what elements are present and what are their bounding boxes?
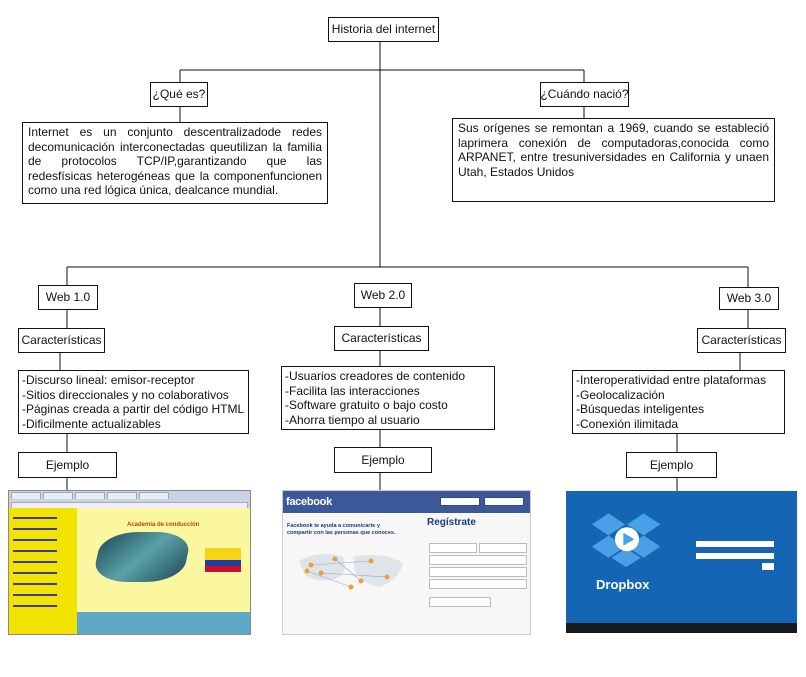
password-field <box>696 553 774 559</box>
web2-example-node: Ejemplo <box>334 447 432 473</box>
list-item: -Páginas creada a partir del código HTML <box>22 402 245 417</box>
list-item: -Interoperatividad entre plataformas <box>576 373 767 387</box>
signup-field <box>429 543 477 553</box>
web1-features-node: Características <box>18 328 105 353</box>
facebook-tagline: Facebook te ayuda a comunicarte y compar… <box>287 523 396 536</box>
list-item: -Ahorra tiempo al usuario <box>285 412 420 427</box>
web1-example-label: Ejemplo <box>45 457 90 472</box>
school-logo-icon <box>91 532 193 582</box>
web3-features-label: Características <box>701 333 782 347</box>
web1-features-list: -Discurso lineal: emisor-receptor -Sitio… <box>18 370 249 434</box>
web3-features-node: Características <box>697 328 786 353</box>
web2-example-label: Ejemplo <box>361 452 405 467</box>
world-network-icon <box>299 553 403 590</box>
what-definition-box: Internet es un conjunto descentralizadod… <box>22 122 328 204</box>
web3-label: Web 3.0 <box>726 291 772 305</box>
signup-field <box>429 567 527 577</box>
what-label: ¿Qué es? <box>152 87 206 101</box>
web1-node: Web 1.0 <box>38 285 98 310</box>
list-item: -Facilita las interacciones <box>285 383 420 398</box>
list-item: -Discurso lineal: emisor-receptor <box>22 373 195 387</box>
web2-features-node: Características <box>334 326 429 351</box>
browser-tabs <box>9 491 250 501</box>
root-label: Historia del internet <box>331 22 436 36</box>
web2-label: Web 2.0 <box>360 288 406 302</box>
list-item: -Usuarios creadores de contenido <box>285 369 466 383</box>
web1-features-label: Características <box>21 333 102 347</box>
web3-example-screenshot: Dropbox <box>566 491 797 633</box>
signup-field <box>429 597 491 607</box>
list-item: -Conexión ilimitada <box>576 416 679 431</box>
when-node: ¿Cuándo nació? <box>540 82 629 107</box>
what-node: ¿Qué es? <box>150 82 208 107</box>
list-item: -Búsquedas inteligentes <box>576 402 705 417</box>
dropbox-logo-icon <box>591 513 661 567</box>
web2-example-screenshot: facebook Facebook te ayuda a comunicarte… <box>282 490 531 635</box>
list-item: -Geolocalización <box>576 387 665 402</box>
web3-example-node: Ejemplo <box>626 452 717 478</box>
email-field <box>696 541 774 547</box>
web3-example-label: Ejemplo <box>649 457 694 472</box>
tablet-navbar <box>566 623 797 633</box>
site-sidebar <box>9 508 77 634</box>
web1-example-node: Ejemplo <box>18 452 117 478</box>
list-item: -Sitios direccionales y no colaborativos <box>22 387 229 402</box>
what-definition-text: Internet es un conjunto descentralizadod… <box>28 125 322 198</box>
colombia-flag-icon <box>205 548 241 572</box>
site-title: Academia de conducción <box>127 522 200 528</box>
list-item: -Software gratuito o bajo costo <box>285 398 448 413</box>
web2-features-label: Características <box>341 331 422 345</box>
web3-features-list: -Interoperatividad entre plataformas -Ge… <box>572 370 785 434</box>
facebook-logo: facebook <box>286 496 332 508</box>
signup-field <box>479 543 527 553</box>
site-content: Academia de conducción <box>77 508 250 634</box>
web1-label: Web 1.0 <box>45 290 91 304</box>
web2-node: Web 2.0 <box>354 283 412 308</box>
web1-example-screenshot: Academia de conducción <box>8 490 251 635</box>
signup-heading: Regístrate <box>427 517 476 528</box>
dropbox-wordmark: Dropbox <box>596 577 650 592</box>
when-origin-text: Sus orígenes se remontan a 1969, cuando … <box>458 121 769 179</box>
signup-field <box>429 579 527 589</box>
web2-features-list: -Usuarios creadores de contenido -Facili… <box>281 366 495 430</box>
login-fields <box>440 497 524 506</box>
when-label: ¿Cuándo nació? <box>540 87 629 101</box>
signup-field <box>429 555 527 565</box>
root-node: Historia del internet <box>328 17 439 42</box>
list-item: -Dificilmente actualizables <box>22 416 161 431</box>
site-footer <box>77 612 250 634</box>
facebook-header: facebook <box>283 491 530 513</box>
when-origin-box: Sus orígenes se remontan a 1969, cuando … <box>452 118 775 202</box>
web3-node: Web 3.0 <box>719 287 779 310</box>
signin-button <box>762 563 774 570</box>
